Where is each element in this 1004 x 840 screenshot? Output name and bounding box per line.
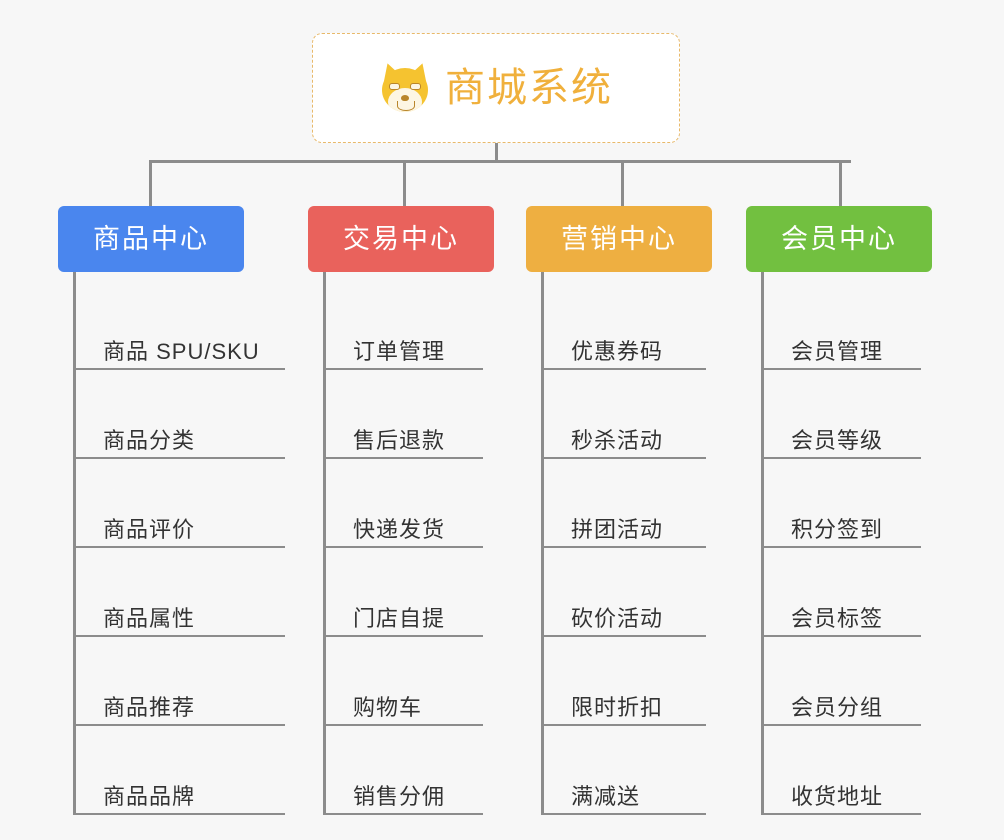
leaf-item[interactable]: 订单管理 bbox=[323, 308, 483, 370]
leaf-spine bbox=[761, 272, 764, 815]
leaf-item-label: 门店自提 bbox=[353, 605, 446, 631]
leaf-item[interactable]: 会员分组 bbox=[761, 664, 921, 726]
leaf-item[interactable]: 会员等级 bbox=[761, 397, 921, 459]
leaf-item[interactable]: 满减送 bbox=[541, 753, 706, 815]
leaf-item-label: 收货地址 bbox=[791, 783, 884, 809]
leaf-item-label: 商品评价 bbox=[103, 516, 196, 542]
leaf-item[interactable]: 收货地址 bbox=[761, 753, 921, 815]
leaf-item-label: 会员管理 bbox=[791, 338, 884, 364]
leaf-spine bbox=[73, 272, 76, 815]
leaf-item[interactable]: 限时折扣 bbox=[541, 664, 706, 726]
leaf-spine bbox=[541, 272, 544, 815]
leaf-item[interactable]: 商品推荐 bbox=[73, 664, 285, 726]
leaf-item-label: 会员分组 bbox=[791, 694, 884, 720]
leaf-item-label: 拼团活动 bbox=[571, 516, 664, 542]
leaf-item-label: 砍价活动 bbox=[571, 605, 664, 631]
leaf-item[interactable]: 销售分佣 bbox=[323, 753, 483, 815]
connector-bus-bar bbox=[149, 160, 851, 163]
leaf-item-label: 购物车 bbox=[353, 694, 423, 720]
leaf-item[interactable]: 商品 SPU/SKU bbox=[73, 308, 285, 370]
connector-drop-marketing-center bbox=[621, 160, 624, 208]
leaf-item-label: 积分签到 bbox=[791, 516, 884, 542]
leaf-item-label: 优惠券码 bbox=[571, 338, 664, 364]
category-box-marketing-center[interactable]: 营销中心 bbox=[526, 206, 712, 272]
category-box-member-center[interactable]: 会员中心 bbox=[746, 206, 932, 272]
leaf-item-label: 限时折扣 bbox=[571, 694, 664, 720]
category-label: 商品中心 bbox=[93, 223, 209, 254]
leaf-item[interactable]: 优惠券码 bbox=[541, 308, 706, 370]
connector-drop-product-center bbox=[149, 160, 152, 208]
leaf-item[interactable]: 购物车 bbox=[323, 664, 483, 726]
leaf-item[interactable]: 售后退款 bbox=[323, 397, 483, 459]
leaf-item-label: 会员标签 bbox=[791, 605, 884, 631]
leaf-item-label: 商品推荐 bbox=[103, 694, 196, 720]
leaf-item[interactable]: 会员标签 bbox=[761, 575, 921, 637]
leaf-item-label: 商品属性 bbox=[103, 605, 196, 631]
leaf-item-label: 快递发货 bbox=[353, 516, 446, 542]
category-box-trade-center[interactable]: 交易中心 bbox=[308, 206, 494, 272]
leaf-item[interactable]: 商品分类 bbox=[73, 397, 285, 459]
root-node[interactable]: 商城系统 bbox=[312, 33, 680, 143]
leaf-item-label: 订单管理 bbox=[353, 338, 446, 364]
leaf-item-label: 会员等级 bbox=[791, 427, 884, 453]
category-label: 营销中心 bbox=[561, 223, 677, 254]
connector-drop-trade-center bbox=[403, 160, 406, 208]
leaf-item[interactable]: 会员管理 bbox=[761, 308, 921, 370]
root-title: 商城系统 bbox=[445, 66, 613, 110]
leaf-item[interactable]: 商品属性 bbox=[73, 575, 285, 637]
leaf-item-label: 满减送 bbox=[571, 783, 641, 809]
category-label: 交易中心 bbox=[343, 223, 459, 254]
category-box-product-center[interactable]: 商品中心 bbox=[58, 206, 244, 272]
category-label: 会员中心 bbox=[781, 223, 897, 254]
leaf-item-label: 秒杀活动 bbox=[571, 427, 664, 453]
connector-root-stem bbox=[495, 143, 498, 162]
leaf-item-label: 商品分类 bbox=[103, 427, 196, 453]
leaf-item[interactable]: 商品评价 bbox=[73, 486, 285, 548]
leaf-item[interactable]: 商品品牌 bbox=[73, 753, 285, 815]
leaf-item[interactable]: 快递发货 bbox=[323, 486, 483, 548]
leaf-item-label: 商品 SPU/SKU bbox=[103, 338, 260, 364]
connector-drop-member-center bbox=[839, 160, 842, 208]
leaf-item[interactable]: 砍价活动 bbox=[541, 575, 706, 637]
leaf-item-label: 商品品牌 bbox=[103, 783, 196, 809]
leaf-item-label: 售后退款 bbox=[353, 427, 446, 453]
leaf-item-label: 销售分佣 bbox=[353, 783, 446, 809]
leaf-item[interactable]: 门店自提 bbox=[323, 575, 483, 637]
leaf-item[interactable]: 拼团活动 bbox=[541, 486, 706, 548]
leaf-item[interactable]: 秒杀活动 bbox=[541, 397, 706, 459]
leaf-spine bbox=[323, 272, 326, 815]
leaf-item[interactable]: 积分签到 bbox=[761, 486, 921, 548]
dog-face-icon bbox=[378, 60, 432, 114]
